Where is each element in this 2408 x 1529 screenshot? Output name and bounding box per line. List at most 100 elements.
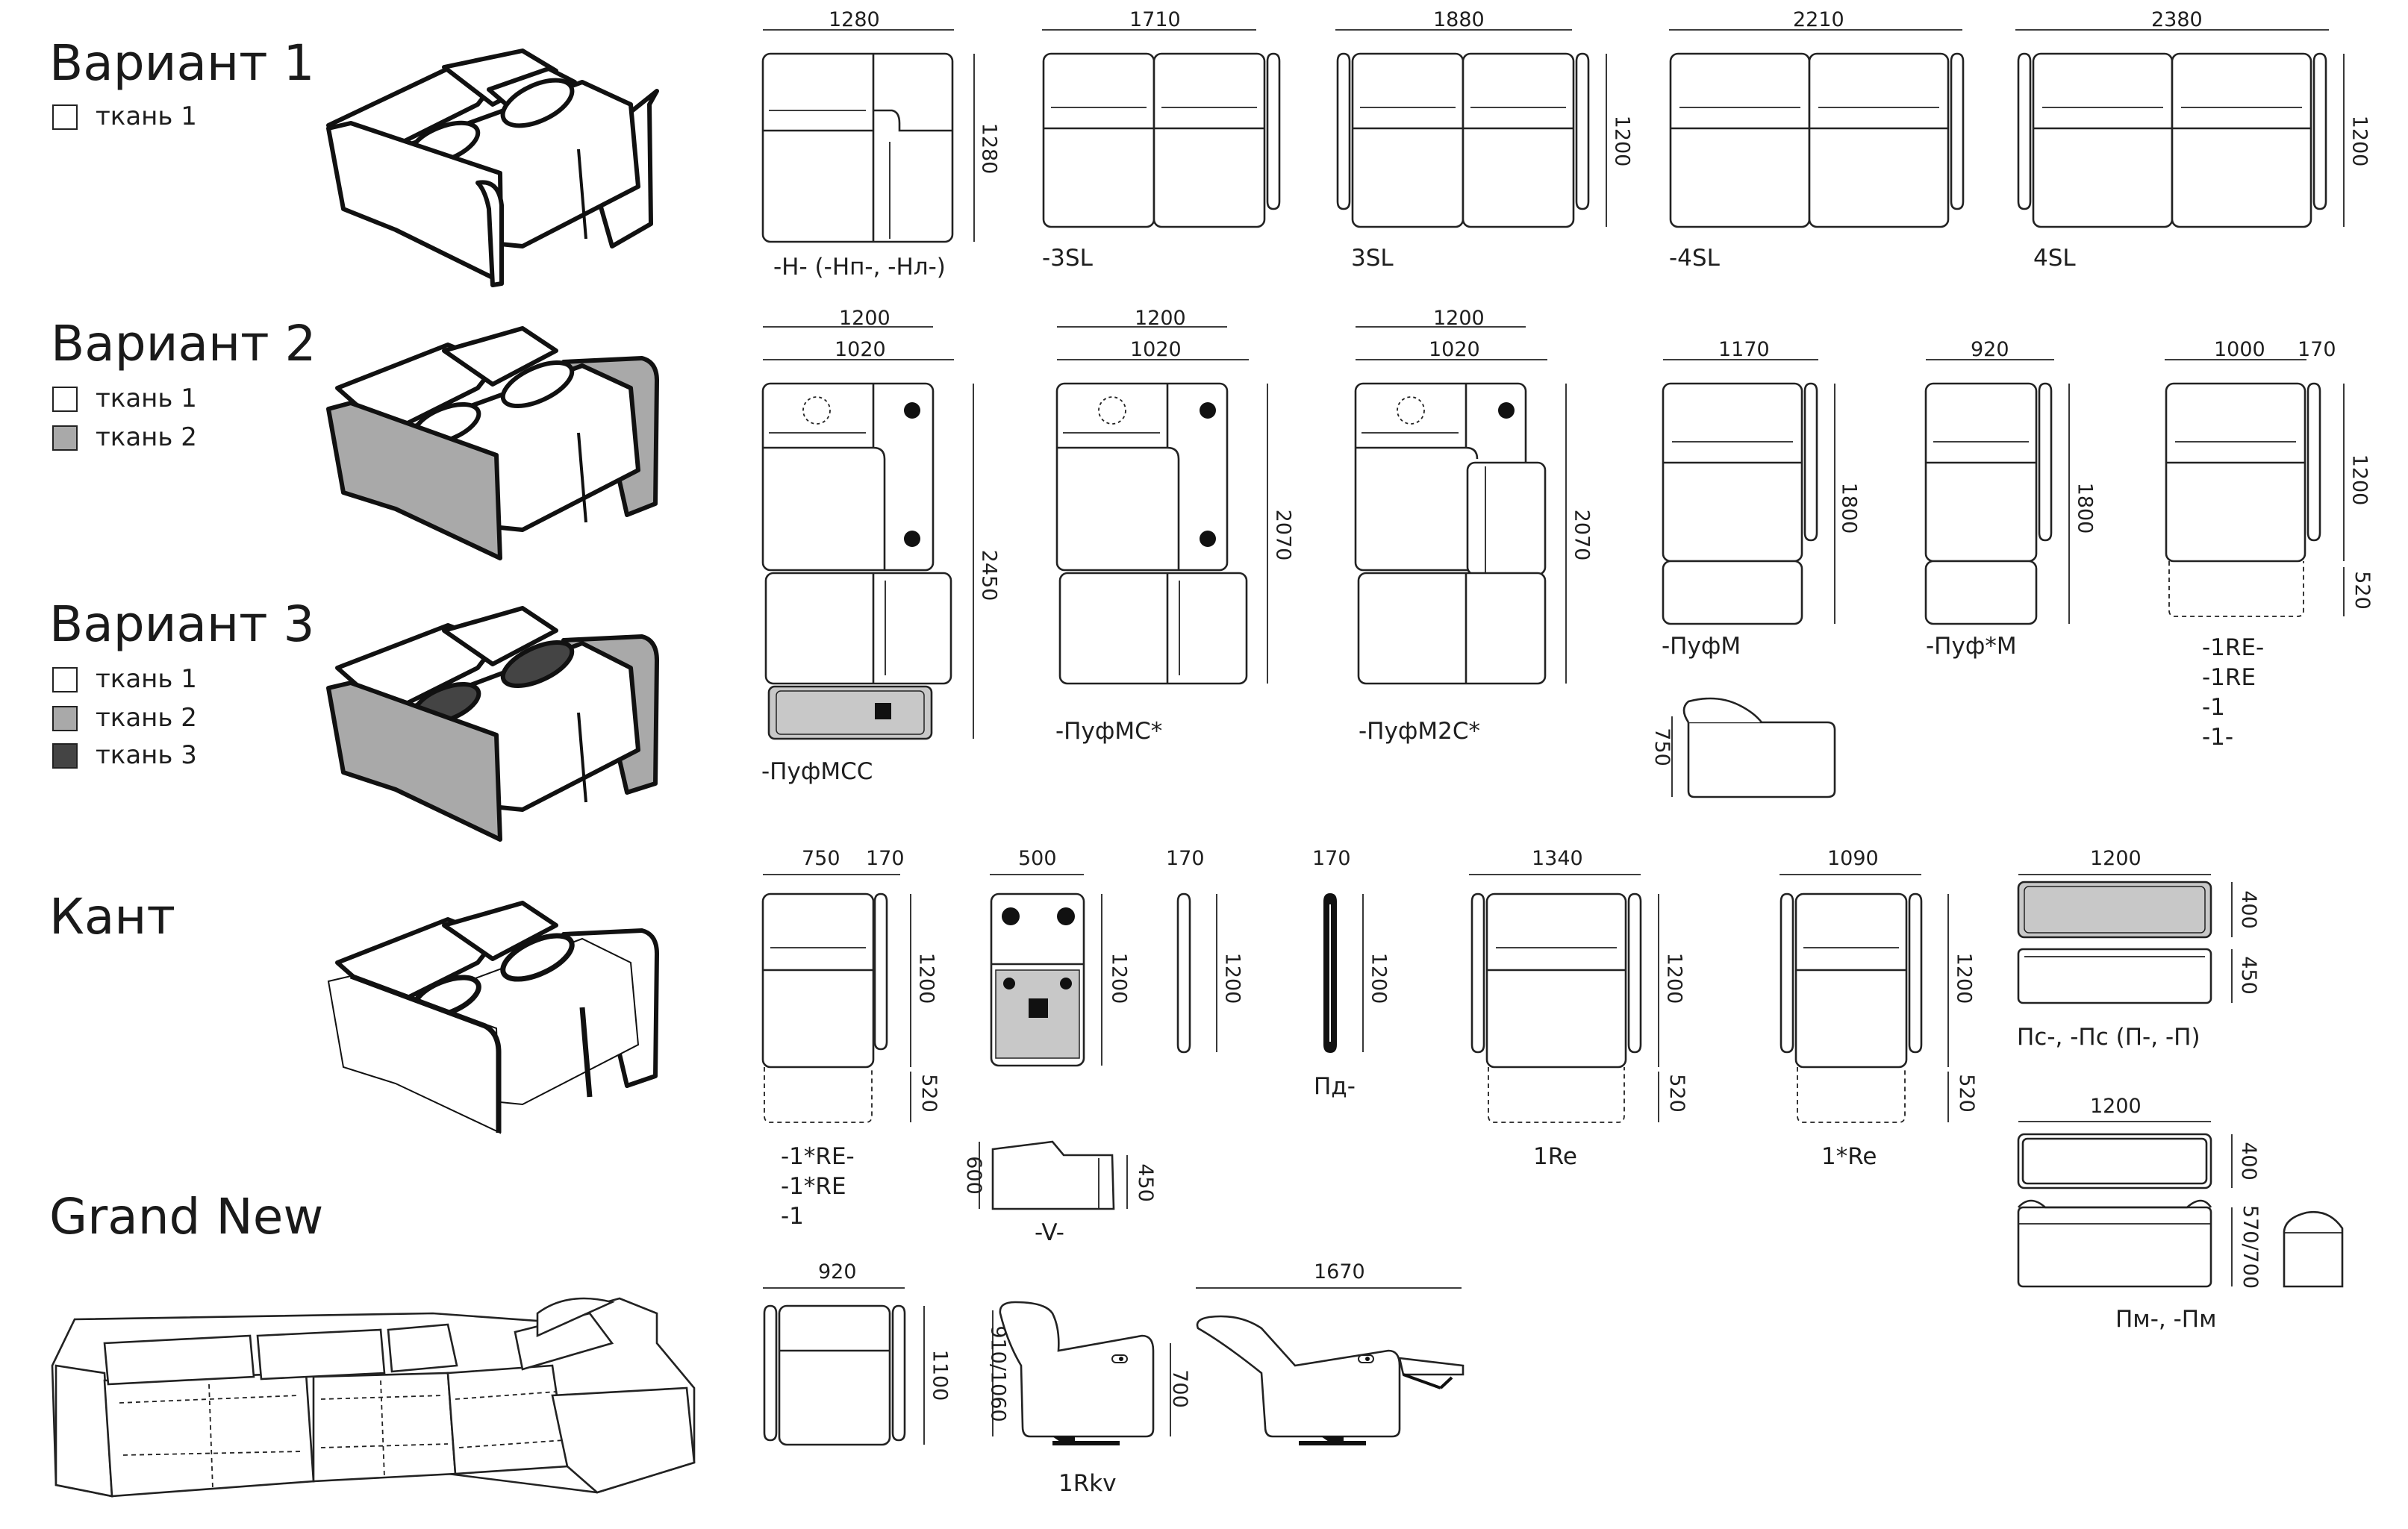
legend-label: ткань 1 [96, 101, 197, 131]
dim-label: 1800 [2073, 482, 2097, 534]
dim-label: 1280 [829, 8, 880, 31]
module-label: 1Rkv [1058, 1470, 1117, 1497]
dim-label: 170 [1312, 847, 1351, 870]
plan-pufm2c [1354, 326, 1567, 685]
plan-ps [2017, 874, 2233, 1004]
sofa-variant-2 [326, 326, 659, 560]
module-label: -ПуфМ2С* [1359, 718, 1480, 745]
dim-label: 1200 [2090, 847, 2142, 870]
dim-label: 920 [1971, 338, 2009, 361]
plan-pufmc [1055, 326, 1268, 685]
legend-swatch-fabric-1 [52, 667, 78, 692]
dim-label: 450 [2236, 956, 2260, 995]
profile-v [979, 1140, 1128, 1210]
plan-1-star-re-armrests [1780, 874, 1949, 1123]
variant-2-title: Вариант 2 [51, 315, 316, 372]
dim-label: 1200 [839, 307, 890, 330]
plan-1-star-re [761, 874, 911, 1123]
dim-label: 2070 [1271, 509, 1295, 561]
profile-1rkv [992, 1301, 1171, 1445]
plan-1re [2165, 359, 2345, 617]
legend-label: ткань 1 [96, 384, 197, 413]
sofa-kant [327, 901, 659, 1134]
dim-label: 520 [1665, 1074, 1688, 1113]
dim-label: 1670 [1314, 1260, 1365, 1283]
legend-swatch-fabric-2 [52, 706, 78, 731]
kant-title: Кант [49, 888, 175, 945]
module-label: -ПуфМСС [761, 758, 873, 785]
dim-label: 1200 [2348, 115, 2371, 167]
module-label: -1RE- -1RE -1 -1- [2202, 634, 2265, 751]
module-label: Пс-, -Пс (П-, -П) [2017, 1024, 2200, 1051]
legend-label: ткань 2 [96, 703, 197, 733]
dim-label: 400 [2236, 1142, 2260, 1181]
plan-920 [763, 1287, 925, 1446]
dim-label: 2210 [1793, 8, 1844, 31]
dim-label: 1200 [1433, 307, 1485, 330]
dim-label: 1200 [2348, 454, 2371, 506]
dim-label: 520 [2350, 571, 2374, 610]
dim-label: 170 [2298, 338, 2336, 361]
plan-4sl-dash [1669, 29, 1965, 228]
plan-500-module [990, 874, 1102, 1067]
plan-pufmcc [761, 326, 974, 740]
module-label: -ПуфМ [1662, 633, 1741, 660]
dim-label: 1340 [1532, 847, 1583, 870]
dim-label: 750 [1650, 728, 1674, 766]
dim-label: 170 [1166, 847, 1205, 870]
legend-swatch-fabric-1 [52, 387, 78, 412]
dim-label: 170 [866, 847, 905, 870]
dim-label: 520 [1954, 1074, 1978, 1113]
dim-label: 2450 [977, 549, 1001, 601]
plan-pm [2017, 1121, 2344, 1288]
module-label: -3SL [1042, 245, 1093, 272]
dim-label: 570/700 [2239, 1204, 2262, 1289]
dim-label: 600 [961, 1156, 985, 1195]
dim-label: 1200 [1107, 952, 1131, 1004]
plan-armrest-170 [1176, 892, 1217, 1054]
dim-label: 2070 [1570, 509, 1594, 561]
module-label: -Пуф*М [1926, 633, 2017, 660]
module-label: 1Re [1533, 1143, 1577, 1170]
legend-swatch-fabric-1 [52, 104, 78, 130]
module-label: 1*Re [1821, 1143, 1877, 1170]
dim-label: 450 [1133, 1163, 1157, 1202]
dim-label: 2380 [2151, 8, 2203, 31]
variant-3-title: Вариант 3 [49, 595, 315, 653]
legend-swatch-fabric-2 [52, 425, 78, 451]
dim-label: 1090 [1827, 847, 1879, 870]
dim-label: 1280 [977, 122, 1001, 175]
dim-label: 920 [818, 1260, 857, 1283]
dim-label: 1800 [1837, 482, 1861, 534]
variant-1-title: Вариант 1 [49, 34, 315, 92]
profile-1rkv-reclined [1196, 1287, 1465, 1445]
legend-label: ткань 2 [96, 422, 197, 452]
dim-label: 1020 [1429, 338, 1480, 361]
dim-label: 1200 [1220, 952, 1244, 1004]
module-label: -4SL [1669, 245, 1720, 272]
dim-label: 400 [2236, 890, 2260, 929]
plan-4sl [2015, 29, 2345, 228]
dim-label: 1000 [2214, 338, 2265, 361]
legend-label: ткань 3 [96, 740, 197, 770]
legend-swatch-fabric-3 [52, 743, 78, 769]
grand-new-title: Grand New [49, 1188, 324, 1245]
dim-label: 1200 [1662, 952, 1686, 1004]
plan-1re-armrests [1469, 874, 1659, 1123]
dim-label: 1880 [1433, 8, 1485, 31]
dim-label: 750 [802, 847, 840, 870]
plan-pufstarm [1924, 359, 2070, 625]
dim-label: 1100 [928, 1349, 952, 1401]
module-label: -ПуфМС* [1055, 718, 1163, 745]
plan-3sl-dash [1042, 29, 1281, 228]
dim-label: 1200 [1135, 307, 1186, 330]
module-label: -1*RE- -1*RE -1 [781, 1143, 855, 1230]
module-label: 3SL [1351, 245, 1394, 272]
dim-label: 910/1060 [986, 1325, 1010, 1422]
dim-label: 500 [1018, 847, 1057, 870]
sofa-grand-new [51, 1297, 696, 1498]
dim-label: 700 [1167, 1369, 1191, 1408]
module-label: Пд- [1314, 1073, 1356, 1100]
plan-pufm [1662, 359, 1835, 625]
module-label: 4SL [2033, 245, 2076, 272]
